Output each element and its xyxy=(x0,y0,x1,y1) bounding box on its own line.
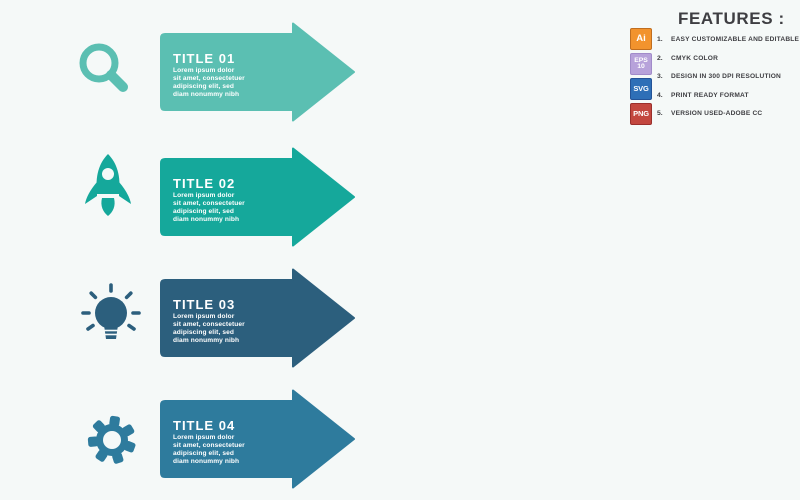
magnifier-icon xyxy=(73,37,133,102)
features-heading: FEATURES : xyxy=(678,9,785,28)
eps-file-badge-icon: EPS 10 xyxy=(630,53,652,75)
badge-label: Ai xyxy=(636,32,646,44)
feature-label: CMYK COLOR xyxy=(671,55,719,62)
feature-label: VERSION USED-ADOBE CC xyxy=(671,110,763,117)
badge-label: PNG xyxy=(633,108,649,118)
step-title: TITLE 02 xyxy=(173,176,236,191)
feature-label: PRINT READY FORMAT xyxy=(671,92,749,99)
lightbulb-icon xyxy=(74,281,148,360)
feature-number: 2. xyxy=(657,55,663,62)
feature-item: 3. DESIGN IN 300 DPI RESOLUTION xyxy=(657,73,800,82)
feature-item: 5. VERSION USED-ADOBE CC xyxy=(657,110,800,119)
step-body: Lorem ipsum dolor sit amet, consectetuer… xyxy=(173,67,245,98)
feature-number: 4. xyxy=(657,92,663,99)
feature-label: EASY CUSTOMIZABLE AND EDITABLE xyxy=(671,36,800,43)
feature-item: 4. PRINT READY FORMAT xyxy=(657,92,800,101)
step-body: Lorem ipsum dolor sit amet, consectetuer… xyxy=(173,192,245,223)
step-title: TITLE 01 xyxy=(173,51,236,66)
rocket-icon xyxy=(80,152,136,233)
ai-file-badge-icon: Ai xyxy=(630,28,652,50)
step-title: TITLE 04 xyxy=(173,418,236,433)
png-file-badge-icon: PNG xyxy=(630,103,652,125)
feature-number: 1. xyxy=(657,36,663,43)
step-title: TITLE 03 xyxy=(173,297,236,312)
badge-label: EPS 10 xyxy=(634,56,648,70)
feature-label: DESIGN IN 300 DPI RESOLUTION xyxy=(671,73,782,80)
svg-file-badge-icon: SVG xyxy=(630,78,652,100)
step-body: Lorem ipsum dolor sit amet, consectetuer… xyxy=(173,434,245,465)
gear-icon xyxy=(82,410,142,475)
step-arrow-3: TITLE 03 Lorem ipsum dolor sit amet, con… xyxy=(160,268,356,368)
step-arrow-4: TITLE 04 Lorem ipsum dolor sit amet, con… xyxy=(160,389,356,489)
badge-label: SVG xyxy=(633,83,649,93)
feature-item: 1. EASY CUSTOMIZABLE AND EDITABLE xyxy=(657,36,800,45)
feature-number: 3. xyxy=(657,73,663,80)
step-arrow-1: TITLE 01 Lorem ipsum dolor sit amet, con… xyxy=(160,22,356,122)
features-panel: FEATURES : Ai EPS 10 SVG PNG 1. EASY CUS… xyxy=(620,0,800,140)
feature-number: 5. xyxy=(657,110,663,117)
step-arrow-2: TITLE 02 Lorem ipsum dolor sit amet, con… xyxy=(160,147,356,247)
step-body: Lorem ipsum dolor sit amet, consectetuer… xyxy=(173,313,245,344)
feature-item: 2. CMYK COLOR xyxy=(657,55,800,64)
